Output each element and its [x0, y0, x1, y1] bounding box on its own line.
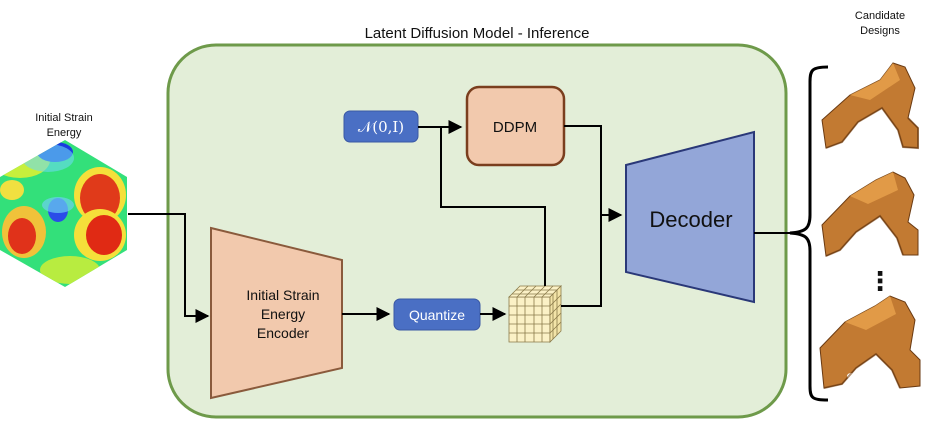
- candidate-design-3: [819, 295, 921, 389]
- encoder-label-line2: Energy: [261, 306, 305, 322]
- encoder-label-line1: Initial Strain: [246, 287, 319, 303]
- ddpm-to-decoder-arrow: [564, 125, 623, 222]
- diagram-title: Latent Diffusion Model - Inference: [365, 25, 590, 42]
- encoder-block: [210, 226, 343, 400]
- outputs-brace: [789, 65, 829, 402]
- strain-energy-image: [0, 140, 127, 287]
- quantize-label: Quantize: [409, 307, 465, 323]
- candidate-design-1: [821, 62, 919, 150]
- latent-to-ddpm-arrow: [440, 127, 546, 286]
- candidate-design-2: [821, 171, 919, 257]
- decoder-block: [625, 130, 755, 304]
- input-label-line2: Energy: [47, 127, 82, 139]
- outputs-label-line1: Candidate: [855, 10, 905, 22]
- outputs-ellipsis: ⋮: [867, 266, 893, 296]
- noise-label: 𝒩(0,I): [358, 118, 404, 136]
- ddpm-label: DDPM: [493, 119, 537, 136]
- outputs-label-line2: Designs: [860, 25, 900, 37]
- decoder-label: Decoder: [649, 207, 732, 232]
- encoder-label-line3: Encoder: [257, 325, 309, 341]
- latent-to-decoder-arrow: [561, 215, 602, 307]
- input-label-line1: Initial Strain: [35, 112, 92, 124]
- input-to-encoder-arrow: [128, 213, 210, 323]
- latent-grid-cube: [508, 285, 562, 343]
